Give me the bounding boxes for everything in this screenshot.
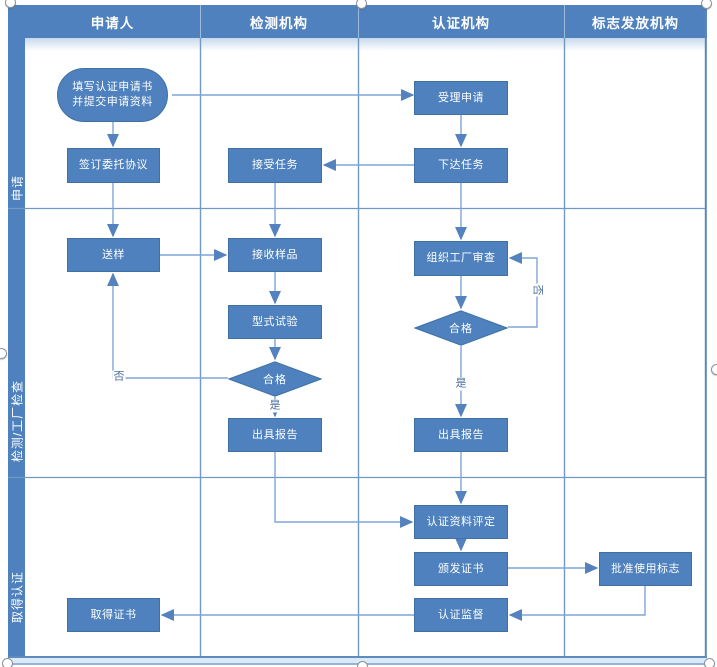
- edge-label-audit-no: 否: [530, 283, 544, 297]
- selection-handle-top-right[interactable]: [700, 0, 712, 9]
- edge-label-test-yes: 是: [268, 399, 282, 413]
- selection-handle-middle-left[interactable]: [0, 347, 7, 359]
- header-col-mark-issuing-agency[interactable]: 标志发放机构: [592, 15, 679, 31]
- node-issue-report-audit[interactable]: 出具报告: [414, 418, 508, 452]
- lane-label-column: [8, 5, 25, 657]
- node-test-pass-decision[interactable]: 合格: [228, 361, 322, 397]
- selection-handle-bottom-center[interactable]: [356, 660, 368, 667]
- selection-handle-bottom-left[interactable]: [1, 657, 13, 667]
- node-send-sample[interactable]: 送样: [67, 238, 160, 272]
- node-fill-application-line1: 填写认证申请书: [72, 81, 153, 94]
- node-sign-agreement[interactable]: 签订委托协议: [67, 148, 160, 183]
- node-audit-pass-decision[interactable]: 合格: [414, 310, 508, 346]
- node-organize-factory-audit[interactable]: 组织工厂审查: [414, 241, 508, 276]
- header-col-testing-agency[interactable]: 检测机构: [250, 15, 308, 31]
- swimlane-header-band: [8, 5, 707, 38]
- node-issue-report-test[interactable]: 出具报告: [228, 418, 322, 452]
- node-evaluate-materials[interactable]: 认证资料评定: [414, 505, 508, 539]
- selection-handle-bottom-right[interactable]: [703, 657, 715, 667]
- node-assign-task[interactable]: 下达任务: [414, 148, 508, 183]
- header-shadow-gradient: [25, 38, 707, 51]
- node-fill-application[interactable]: 填写认证申请书 并提交申请资料: [57, 68, 168, 122]
- header-col-certification-agency[interactable]: 认证机构: [432, 15, 490, 31]
- edge-label-test-no: 否: [112, 370, 126, 384]
- node-obtain-certificate[interactable]: 取得证书: [67, 598, 160, 632]
- node-approve-mark-use[interactable]: 批准使用标志: [599, 552, 692, 586]
- selection-handle-top-left[interactable]: [4, 0, 16, 8]
- node-receive-sample[interactable]: 接收样品: [228, 238, 322, 272]
- node-certification-supervision[interactable]: 认证监督: [414, 598, 508, 632]
- node-type-test[interactable]: 型式试验: [228, 305, 322, 339]
- node-test-pass-label: 合格: [263, 374, 287, 386]
- node-audit-pass-label: 合格: [449, 323, 473, 335]
- header-col-applicant[interactable]: 申请人: [90, 15, 135, 31]
- node-accept-application[interactable]: 受理申请: [414, 81, 508, 115]
- node-issue-certificate[interactable]: 颁发证书: [414, 552, 508, 586]
- node-accept-task[interactable]: 接受任务: [228, 148, 322, 183]
- edge-label-audit-yes: 是: [454, 377, 468, 391]
- node-fill-application-line2: 并提交申请资料: [72, 96, 153, 108]
- selection-handle-middle-right[interactable]: [710, 363, 717, 375]
- selection-handle-top-center[interactable]: [355, 0, 367, 9]
